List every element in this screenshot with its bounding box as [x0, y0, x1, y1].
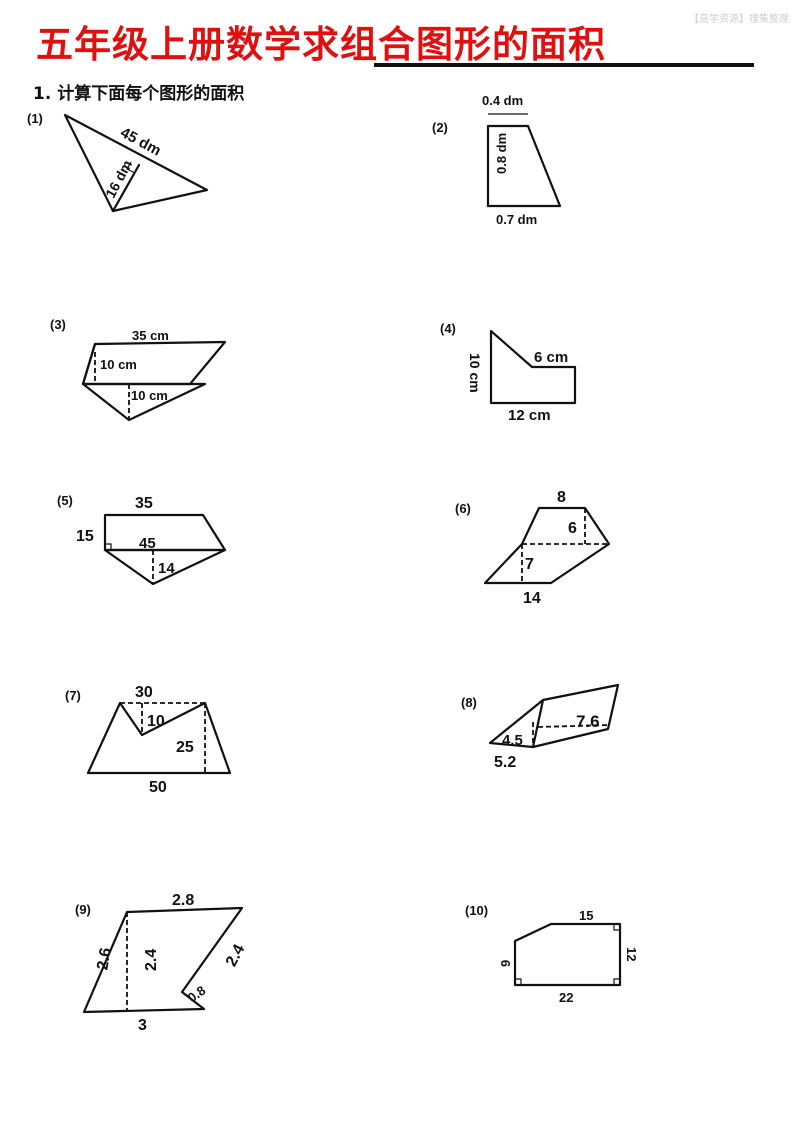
figure-label: (2): [432, 120, 448, 135]
figure-4: (4) 10 cm 6 cm 12 cm: [438, 315, 598, 430]
figure-label: (5): [57, 493, 73, 508]
figure-1-diagram: (1) 45 dm 16 dm: [27, 111, 209, 213]
dimension-label: 2.8: [172, 892, 194, 909]
dimension-label: 12 cm: [508, 407, 551, 424]
figure-1: (1) 45 dm 16 dm: [25, 105, 225, 220]
watermark: 【高学资源】搜集整理: [689, 14, 789, 25]
dimension-label: 15: [579, 908, 593, 923]
figure-label: (1): [27, 111, 43, 126]
figure-3: (3) 35 cm 10 cm 10 cm: [45, 312, 245, 432]
dimension-label: 2.6: [94, 946, 115, 971]
dimension-label: 0.8: [185, 983, 208, 1006]
dimension-label: 14: [523, 590, 541, 607]
dimension-label: 6 cm: [534, 349, 568, 366]
dimension-label: 35 cm: [132, 328, 169, 343]
figure-10: (10) 15 9 12 22: [465, 895, 645, 1015]
dimension-label: 45: [139, 535, 156, 552]
dimension-label: 50: [149, 779, 167, 796]
figure-9-diagram: (9) 2.8 2.6 2.4 2.4 0.8 3: [75, 892, 248, 1034]
figure-3-diagram: (3) 35 cm 10 cm 10 cm: [50, 317, 227, 422]
figure-7: (7) 30 10 25 50: [60, 675, 250, 800]
dimension-label: 12: [624, 947, 639, 961]
dimension-label: 6: [568, 520, 577, 537]
figure-2-diagram: (2) 0.4 dm 0.8 dm 0.7 dm: [432, 93, 562, 227]
figure-label: (4): [440, 321, 456, 336]
figure-label: (3): [50, 317, 66, 332]
dimension-label: 7: [525, 556, 534, 573]
figure-label: (6): [455, 501, 471, 516]
dimension-label: 30: [135, 684, 153, 701]
figure-2: (2) 0.4 dm 0.8 dm 0.7 dm: [430, 88, 590, 233]
figure-7-diagram: (7) 30 10 25 50: [65, 684, 232, 796]
dimension-label: 2.4: [143, 949, 160, 971]
dimension-label: 25: [176, 739, 194, 756]
dimension-label: 0.4 dm: [482, 93, 523, 108]
figure-label: (8): [461, 695, 477, 710]
dimension-label: 9: [498, 960, 513, 967]
dimension-label: 0.8 dm: [494, 133, 509, 174]
figure-5-diagram: (5) 35 15 45 14: [57, 493, 227, 586]
dimension-label: 5.2: [494, 754, 516, 771]
dimension-label: 35: [135, 495, 153, 512]
figure-4-diagram: (4) 10 cm 6 cm 12 cm: [440, 321, 577, 424]
dimension-label: 15: [76, 528, 94, 545]
dimension-label: 0.7 dm: [496, 212, 537, 227]
figure-label: (7): [65, 688, 81, 703]
page-title: 五年级上册数学求组合图形的面积: [36, 22, 606, 66]
dimension-label: 10 cm: [467, 353, 483, 393]
dimension-label: 3: [138, 1017, 147, 1034]
dimension-label: 8: [557, 489, 566, 506]
figure-8-diagram: (8) 7.6 4.5 5.2: [461, 683, 620, 771]
dimension-label: 10 cm: [131, 388, 168, 403]
figure-6-diagram: (6) 8 6 7 14: [455, 489, 611, 607]
dimension-label: 10: [147, 713, 165, 730]
figure-6: (6) 8 6 7 14: [455, 480, 625, 610]
dimension-label: 14: [158, 560, 175, 577]
figure-label: (9): [75, 902, 91, 917]
figure-5: (5) 35 15 45 14: [55, 488, 255, 598]
figure-10-diagram: (10) 15 9 12 22: [465, 903, 639, 1005]
dimension-label: 4.5: [502, 732, 523, 749]
dimension-label: 10 cm: [100, 357, 137, 372]
dimension-label: 2.4: [223, 942, 248, 970]
question-heading: 1. 计算下面每个图形的面积: [33, 84, 245, 104]
figure-8: (8) 7.6 4.5 5.2: [458, 677, 638, 777]
title-underline: [374, 63, 754, 67]
dimension-label: 22: [559, 990, 573, 1005]
dimension-label: 7.6: [576, 712, 600, 731]
figure-label: (10): [465, 903, 488, 918]
figure-9: (9) 2.8 2.6 2.4 2.4 0.8 3: [72, 885, 262, 1035]
